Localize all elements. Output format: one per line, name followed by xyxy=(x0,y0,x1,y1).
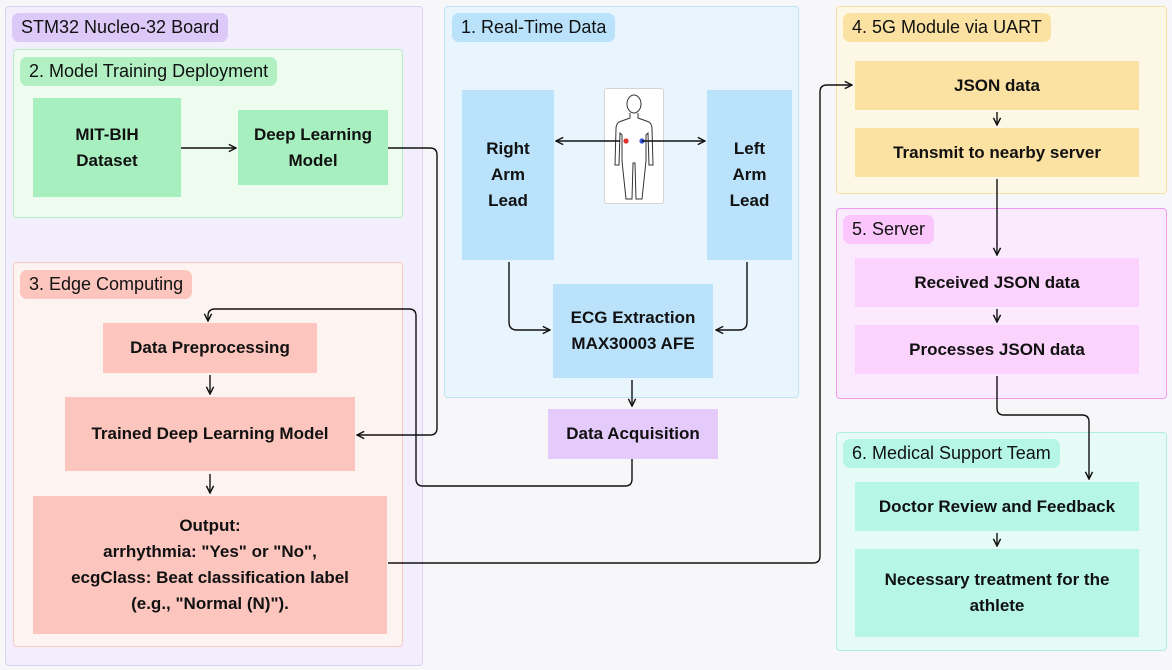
received-json-text: Received JSON data xyxy=(914,272,1080,292)
processes-json-text: Processes JSON data xyxy=(909,339,1085,359)
model-to-trained-model-arrow xyxy=(357,147,438,435)
output-text: Output: arrhythmia: "Yes" or "No", ecgCl… xyxy=(71,516,349,613)
json-data-box: JSON data xyxy=(855,61,1139,110)
right-arm-lead-box: Right Arm Lead xyxy=(462,90,554,260)
trained-model-box: Trained Deep Learning Model xyxy=(65,397,355,471)
output-to-5g-arrow xyxy=(388,85,852,564)
data-preprocessing-box: Data Preprocessing xyxy=(103,323,317,373)
processes-to-medical-arrow xyxy=(996,376,1089,479)
data-acquisition-text: Data Acquisition xyxy=(566,424,700,443)
right-electrode-icon xyxy=(623,138,629,144)
acquisition-to-preprocessing-arrow xyxy=(208,308,633,487)
server-label: 5. Server xyxy=(843,215,935,244)
ecg-extraction-text: ECG Extraction MAX30003 AFE xyxy=(570,308,696,353)
g5-label: 4. 5G Module via UART xyxy=(843,13,1051,42)
edge-label: 3. Edge Computing xyxy=(20,270,193,299)
transmit-text: Transmit to nearby server xyxy=(893,142,1101,162)
realtime-label: 1. Real-Time Data xyxy=(452,13,616,42)
output-box: Output: arrhythmia: "Yes" or "No", ecgCl… xyxy=(33,496,387,634)
processes-json-box: Processes JSON data xyxy=(855,325,1139,374)
deep-learning-model-text: Deep Learning Model xyxy=(253,124,373,170)
left-arm-lead-box: Left Arm Lead xyxy=(707,90,792,260)
mit-bih-dataset-box: MIT-BIH Dataset xyxy=(33,98,181,197)
treatment-text: Necessary treatment for the athlete xyxy=(884,570,1110,615)
left-arm-to-ecg-arrow xyxy=(716,262,748,330)
deep-learning-model-box: Deep Learning Model xyxy=(238,110,388,185)
right-arm-to-ecg-arrow xyxy=(508,262,550,330)
data-acquisition-box: Data Acquisition xyxy=(548,409,718,459)
data-preprocessing-text: Data Preprocessing xyxy=(130,338,290,357)
left-arm-lead-text: Left Arm Lead xyxy=(729,139,770,210)
treatment-box: Necessary treatment for the athlete xyxy=(855,549,1139,637)
training-label: 2. Model Training Deployment xyxy=(20,57,278,86)
json-data-text: JSON data xyxy=(954,75,1040,95)
mit-bih-dataset-text: MIT-BIH Dataset xyxy=(75,124,139,170)
board-label: STM32 Nucleo-32 Board xyxy=(12,13,229,42)
doctor-review-text: Doctor Review and Feedback xyxy=(878,496,1116,516)
right-arm-lead-text: Right Arm Lead xyxy=(486,139,530,210)
transmit-box: Transmit to nearby server xyxy=(855,128,1139,177)
medical-label: 6. Medical Support Team xyxy=(843,439,1060,468)
doctor-review-box: Doctor Review and Feedback xyxy=(855,482,1139,531)
ecg-extraction-box: ECG Extraction MAX30003 AFE xyxy=(553,284,713,378)
trained-model-text: Trained Deep Learning Model xyxy=(91,424,329,443)
received-json-box: Received JSON data xyxy=(855,258,1139,307)
